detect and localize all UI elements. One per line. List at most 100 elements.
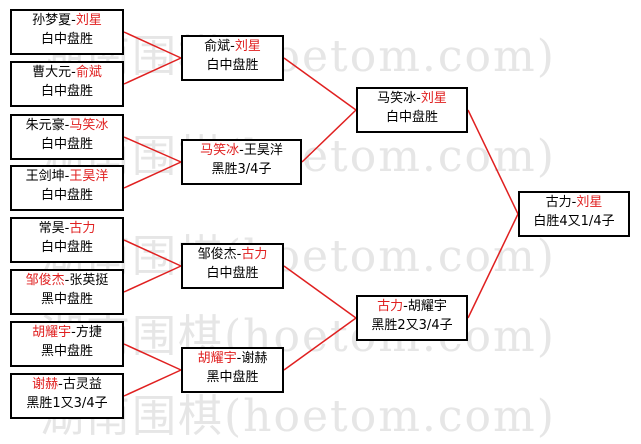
player-2: 谢赫: [241, 351, 268, 366]
separator: -: [58, 377, 63, 392]
separator: -: [71, 13, 76, 28]
separator: -: [236, 247, 242, 262]
player-1: 古力: [545, 195, 572, 210]
player-1: 邹俊杰: [197, 247, 237, 262]
match-players: 孙梦夏-刘星: [12, 11, 122, 30]
match-players: 邹俊杰-古力: [183, 245, 282, 264]
watermark-text: 湖南围棋(hoetom.com): [40, 231, 556, 282]
bracket-connector: [123, 136, 182, 163]
player-1: 朱元豪: [25, 118, 65, 133]
match-box-r1-1: 孙梦夏-刘星 白中盘胜: [10, 9, 124, 55]
bracket-connector: [123, 265, 182, 293]
separator: -: [64, 118, 70, 133]
match-players: 胡耀宇-方捷: [12, 323, 122, 342]
player-2: 马笑冰: [69, 118, 109, 133]
bracket-connector: [467, 213, 519, 319]
separator: -: [416, 91, 421, 106]
separator: -: [571, 195, 577, 210]
match-result: 黑胜1又3/4子: [26, 396, 108, 411]
player-1: 常昊: [38, 221, 65, 236]
bracket-lines: [123, 31, 519, 397]
bracket-connector: [123, 343, 182, 371]
match-players: 古力-胡耀宇: [358, 297, 466, 316]
watermark-text: 湖南围棋(hoetom.com): [40, 311, 556, 362]
separator: -: [236, 351, 242, 366]
player-1: 王剑坤: [25, 169, 65, 184]
player-2: 刘星: [75, 13, 102, 28]
separator: -: [64, 169, 70, 184]
match-box-r1-2: 曹大元-俞斌 白中盘胜: [10, 61, 124, 107]
bracket-connector: [283, 265, 357, 319]
match-box-r2-1: 俞斌-刘星 白中盘胜: [181, 35, 284, 81]
match-players: 常昊-古力: [12, 219, 122, 238]
match-players: 朱元豪-马笑冰: [12, 116, 122, 135]
match-result: 白中盘胜: [40, 32, 93, 47]
player-2: 王昊洋: [69, 169, 109, 184]
player-2: 刘星: [420, 91, 447, 106]
match-result: 白中盘胜: [385, 110, 438, 125]
match-box-r2-3: 邹俊杰-古力 白中盘胜: [181, 243, 284, 289]
player-2: 刘星: [234, 39, 261, 54]
bracket-connector: [123, 161, 182, 189]
player-1: 俞斌: [204, 39, 231, 54]
match-result: 白中盘胜: [40, 84, 93, 99]
match-players: 王剑坤-王昊洋: [12, 167, 122, 186]
player-2: 刘星: [576, 195, 603, 210]
match-box-r1-3: 朱元豪-马笑冰 白中盘胜: [10, 114, 124, 160]
match-players: 谢赫-古灵益: [12, 375, 122, 394]
player-2: 古力: [241, 247, 268, 262]
player-1: 马笑冰: [200, 143, 240, 158]
separator: -: [230, 39, 235, 54]
player-1: 孙梦夏: [32, 13, 72, 28]
match-box-r3-1: 马笑冰-刘星 白中盘胜: [356, 87, 468, 133]
separator: -: [71, 325, 76, 340]
match-result: 黑胜3/4子: [211, 162, 272, 177]
player-1: 曹大元: [32, 65, 72, 80]
player-2: 方捷: [75, 325, 102, 340]
match-result: 白胜4又1/4子: [533, 214, 615, 229]
bracket-connector: [301, 109, 357, 163]
match-result: 黑中盘胜: [40, 292, 93, 307]
match-box-r1-7: 胡耀宇-方捷 黑中盘胜: [10, 321, 124, 367]
player-1: 古力: [377, 299, 404, 314]
match-box-r1-8: 谢赫-古灵益 黑胜1又3/4子: [10, 373, 124, 419]
player-1: 邹俊杰: [25, 273, 65, 288]
separator: -: [239, 143, 244, 158]
player-2: 古灵益: [62, 377, 102, 392]
watermark-text: 湖南围棋(hoetom.com): [40, 31, 556, 82]
bracket-connector: [283, 317, 357, 371]
match-box-final: 古力-刘星 白胜4又1/4子: [518, 191, 630, 237]
player-1: 胡耀宇: [32, 325, 72, 340]
separator: -: [403, 299, 408, 314]
player-1: 胡耀宇: [197, 351, 237, 366]
match-result: 白中盘胜: [206, 58, 259, 73]
player-2: 俞斌: [75, 65, 102, 80]
match-box-r2-2: 马笑冰-王昊洋 黑胜3/4子: [181, 139, 302, 185]
bracket-connector: [123, 239, 182, 267]
player-2: 胡耀宇: [407, 299, 447, 314]
player-1: 马笑冰: [377, 91, 417, 106]
match-result: 黑胜2又3/4子: [371, 318, 453, 333]
match-result: 白中盘胜: [40, 240, 93, 255]
separator: -: [71, 65, 76, 80]
match-result: 白中盘胜: [40, 137, 93, 152]
match-box-r1-4: 王剑坤-王昊洋 白中盘胜: [10, 165, 124, 211]
bracket-connector: [283, 57, 357, 111]
bracket-connector: [467, 109, 519, 215]
match-result: 白中盘胜: [40, 188, 93, 203]
player-2: 古力: [69, 221, 96, 236]
match-result: 白中盘胜: [206, 266, 259, 281]
match-result: 黑中盘胜: [40, 344, 93, 359]
separator: -: [64, 221, 70, 236]
match-box-r3-2: 古力-胡耀宇 黑胜2又3/4子: [356, 295, 468, 341]
match-box-r1-5: 常昊-古力 白中盘胜: [10, 217, 124, 263]
match-players: 马笑冰-刘星: [358, 89, 466, 108]
player-2: 王昊洋: [243, 143, 283, 158]
bracket-connector: [123, 31, 182, 59]
separator: -: [64, 273, 70, 288]
player-1: 谢赫: [32, 377, 59, 392]
match-players: 马笑冰-王昊洋: [183, 141, 300, 160]
match-box-r2-4: 胡耀宇-谢赫 黑中盘胜: [181, 347, 284, 393]
match-players: 古力-刘星: [520, 193, 628, 212]
match-players: 邹俊杰-张英挺: [12, 271, 122, 290]
